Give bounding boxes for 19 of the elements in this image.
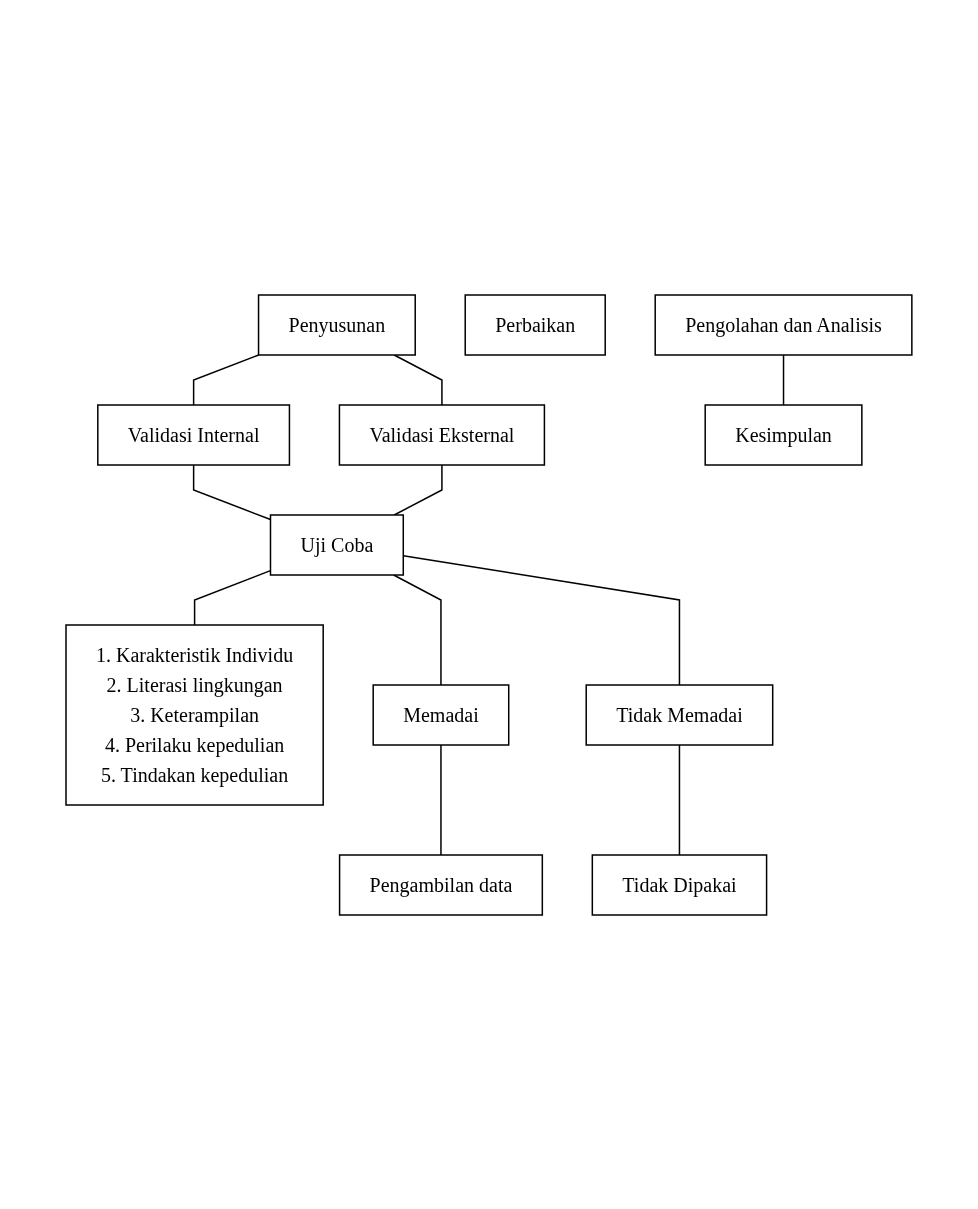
node-box: Pengolahan dan Analisis <box>654 293 913 356</box>
node-box: Validasi Eksternal <box>338 403 546 466</box>
connector <box>393 573 442 686</box>
connector <box>440 743 442 856</box>
connector <box>782 353 785 406</box>
node-box: Memadai <box>372 683 510 746</box>
connector <box>678 743 681 856</box>
connector <box>192 353 260 406</box>
connector <box>393 353 443 406</box>
node-box: Penyusunan <box>257 293 417 356</box>
node-box: 1. Karakteristik Individu 2. Literasi lingkungan 3. Keterampilan 4. Perilaku kepedulian 5. Tindakan kepedulian <box>65 623 324 806</box>
node-box: Tidak Dipakai <box>591 853 768 916</box>
node-box: Tidak Memadai <box>585 683 774 746</box>
node-box: Perbaikan <box>464 293 607 356</box>
node-box: Validasi Internal <box>97 403 291 466</box>
node-box: Pengambilan data <box>338 853 544 916</box>
node-box: Kesimpulan <box>704 403 863 466</box>
node-box: Uji Coba <box>269 513 405 576</box>
connector <box>393 463 443 516</box>
